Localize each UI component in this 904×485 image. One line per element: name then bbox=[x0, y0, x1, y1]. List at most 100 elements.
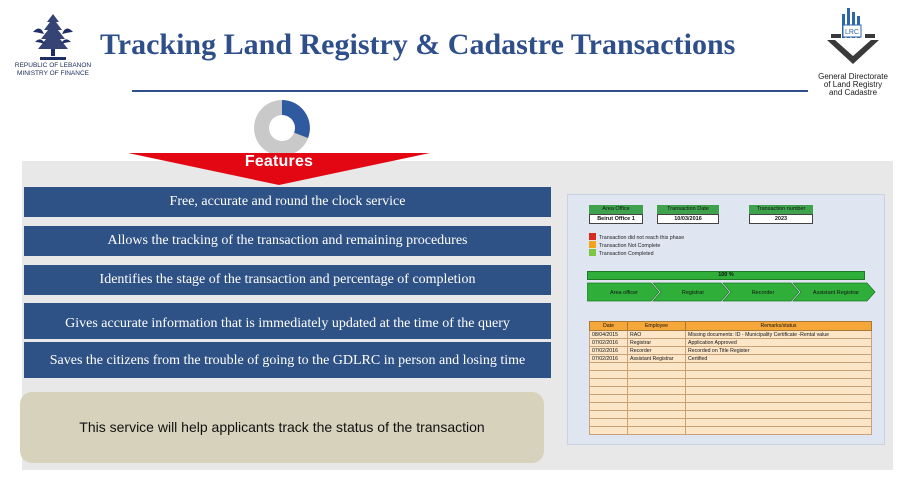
table-cell bbox=[685, 386, 872, 395]
table-cell bbox=[685, 370, 872, 379]
table-cell bbox=[627, 362, 686, 371]
area-office-field: Area Office Beirut Office 1 bbox=[589, 205, 643, 224]
legend-text: Transaction did not reach this phase bbox=[599, 235, 685, 241]
table-cell: Missing documents: ID - Municipality Cer… bbox=[685, 330, 872, 339]
features-heading: Features bbox=[244, 153, 314, 170]
table-cell: 08/04/2015 bbox=[589, 330, 628, 339]
feature-item: Saves the citizens from the trouble of g… bbox=[24, 342, 551, 378]
logo-line-ministry: MINISTRY OF FINANCE bbox=[17, 70, 89, 77]
table-row bbox=[589, 418, 872, 427]
legend-text: Transaction Completed bbox=[599, 251, 654, 257]
table-cell bbox=[589, 426, 628, 435]
transaction-number-label: Transaction number bbox=[749, 205, 813, 214]
legend-swatch-green bbox=[589, 249, 596, 256]
table-header-row: Date Employee Remarks/status bbox=[589, 321, 872, 331]
legend-swatch-orange bbox=[589, 241, 596, 248]
step-label: Recorder bbox=[752, 290, 775, 296]
table-row bbox=[589, 362, 872, 371]
table-row bbox=[589, 386, 872, 395]
step-recorder bbox=[722, 282, 800, 302]
table-cell bbox=[627, 386, 686, 395]
table-cell bbox=[627, 426, 686, 435]
table-cell bbox=[589, 394, 628, 403]
table-cell: Certified bbox=[685, 354, 872, 363]
table-cell bbox=[627, 402, 686, 411]
progress-bar: 100 % bbox=[587, 271, 865, 280]
cedar-tree-icon bbox=[33, 14, 73, 60]
features-banner bbox=[128, 153, 430, 185]
step-area-officer bbox=[587, 282, 660, 302]
table-cell bbox=[685, 418, 872, 427]
table-cell bbox=[589, 418, 628, 427]
feature-item: Allows the tracking of the transaction a… bbox=[24, 226, 551, 256]
step-assistant-registrar bbox=[792, 282, 876, 302]
table-cell: Registrar bbox=[627, 338, 686, 347]
transaction-date-value: 10/03/2016 bbox=[657, 214, 719, 224]
table-cell bbox=[685, 362, 872, 371]
workflow-steps: Area officer Registrar Recorder Assistan… bbox=[587, 282, 876, 302]
title-underline bbox=[132, 90, 808, 92]
ministry-of-finance-logo: REPUBLIC OF LEBANON MINISTRY OF FINANCE bbox=[12, 12, 94, 86]
table-cell bbox=[685, 410, 872, 419]
table-cell bbox=[685, 394, 872, 403]
table-cell bbox=[627, 378, 686, 387]
logo-line-land-registry: of Land Registry bbox=[823, 80, 883, 89]
legend-item: Transaction did not reach this phase bbox=[589, 233, 684, 241]
logo-line-republic: REPUBLIC OF LEBANON bbox=[14, 62, 92, 69]
table-row bbox=[589, 402, 872, 411]
step-label: Area officer bbox=[610, 290, 638, 296]
table-row bbox=[589, 378, 872, 387]
table-row bbox=[589, 370, 872, 379]
table-row bbox=[589, 394, 872, 403]
transaction-number-value: 2023 bbox=[749, 214, 813, 224]
transaction-date-field: Transaction Date 10/03/2016 bbox=[657, 205, 719, 224]
table-cell bbox=[685, 402, 872, 411]
transaction-number-field: Transaction number 2023 bbox=[749, 205, 813, 224]
step-registrar bbox=[652, 282, 730, 302]
table-cell: Assistant Registrar bbox=[627, 354, 686, 363]
table-cell bbox=[627, 410, 686, 419]
progress-donut-image bbox=[254, 100, 310, 156]
table-cell bbox=[589, 362, 628, 371]
table-cell bbox=[589, 410, 628, 419]
table-row bbox=[589, 410, 872, 419]
page-title: Tracking Land Registry & Cadastre Transa… bbox=[100, 28, 736, 61]
table-cell bbox=[685, 426, 872, 435]
gdlrc-logo: LRC General Directorate of Land Registry… bbox=[808, 6, 898, 98]
table-cell: 07/02/2016 bbox=[589, 354, 628, 363]
feature-item: Identifies the stage of the transaction … bbox=[24, 265, 551, 295]
table-cell bbox=[589, 386, 628, 395]
column-header-remarks: Remarks/status bbox=[685, 321, 872, 331]
legend-item: Transaction Completed bbox=[589, 249, 654, 257]
area-office-label: Area Office bbox=[589, 205, 643, 214]
tracking-preview: Area Office Beirut Office 1 Transaction … bbox=[567, 194, 885, 445]
transaction-date-label: Transaction Date bbox=[657, 205, 719, 214]
service-notice: This service will help applicants track … bbox=[20, 392, 544, 463]
logo-line-cadastre: and Cadastre bbox=[828, 88, 878, 97]
table-cell bbox=[685, 378, 872, 387]
table-cell bbox=[627, 370, 686, 379]
legend-text: Transaction Not Complete bbox=[599, 243, 661, 249]
step-label: Assistant Registrar bbox=[813, 290, 859, 296]
logo-line-general: General Directorate bbox=[818, 72, 888, 81]
svg-text:LRC: LRC bbox=[845, 29, 859, 36]
table-cell bbox=[589, 370, 628, 379]
table-cell: 07/02/2016 bbox=[589, 346, 628, 355]
table-cell: Application Approved bbox=[685, 338, 872, 347]
table-row bbox=[589, 426, 872, 435]
table-cell bbox=[627, 418, 686, 427]
legend-item: Transaction Not Complete bbox=[589, 241, 660, 249]
column-header-date: Date bbox=[589, 321, 628, 331]
legend-swatch-red bbox=[589, 233, 596, 240]
table-cell bbox=[589, 378, 628, 387]
table-cell: Recorder bbox=[627, 346, 686, 355]
table-cell: Recorded on Title Register bbox=[685, 346, 872, 355]
step-label: Registrar bbox=[682, 290, 704, 296]
area-office-value: Beirut Office 1 bbox=[589, 214, 643, 224]
table-cell bbox=[589, 402, 628, 411]
